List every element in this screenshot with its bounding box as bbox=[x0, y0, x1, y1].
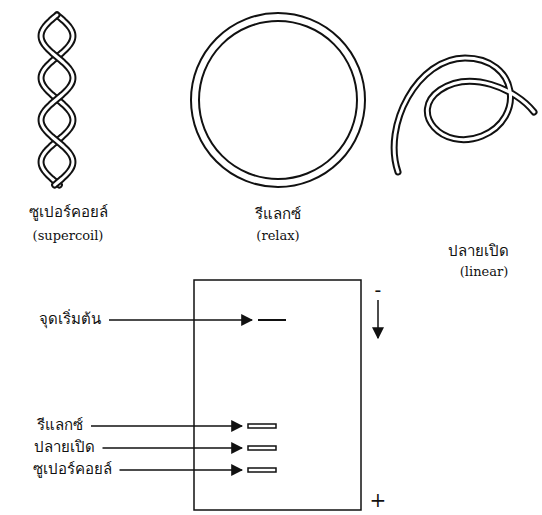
strand-inner bbox=[41, 15, 73, 185]
leader-arrow bbox=[103, 447, 243, 449]
leader-arrow bbox=[91, 425, 242, 427]
gel-label: จุดเริ่มต้น bbox=[39, 311, 101, 328]
form-name: รีแลกซ์ bbox=[255, 206, 301, 223]
form-english: (linear) bbox=[460, 265, 509, 280]
linear-dna bbox=[394, 58, 534, 172]
pole-sign: + bbox=[370, 489, 387, 512]
leader-arrow bbox=[120, 469, 243, 471]
relaxed-dna bbox=[191, 13, 365, 187]
strand-inner bbox=[41, 15, 73, 185]
form-english: (supercoil) bbox=[33, 229, 104, 244]
gel-label: รีแลกซ์ bbox=[37, 417, 83, 434]
strand-outline bbox=[41, 15, 73, 185]
strand-outline bbox=[41, 15, 73, 185]
pole-sign: - bbox=[375, 279, 382, 302]
gel bbox=[194, 280, 378, 510]
form-english: (relax) bbox=[256, 229, 299, 244]
gel-label: ซูเปอร์คอยล์ bbox=[33, 461, 112, 478]
form-name: ปลายเปิด bbox=[448, 243, 509, 260]
supercoil-dna bbox=[41, 15, 73, 185]
form-name: ซูเปอร์คอยล์ bbox=[29, 204, 108, 221]
gel-label: ปลายเปิด bbox=[34, 439, 95, 456]
leader-arrow bbox=[109, 319, 252, 321]
leader-lines bbox=[91, 320, 252, 470]
